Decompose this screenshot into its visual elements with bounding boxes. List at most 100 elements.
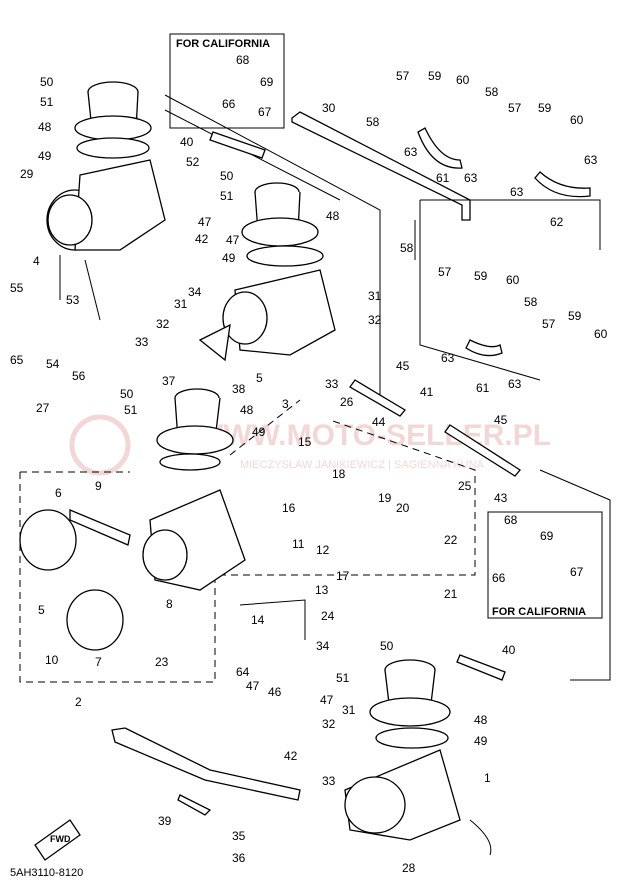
callout-32: 32 [156, 317, 170, 331]
callout-13: 13 [315, 583, 329, 597]
callout-57: 57 [396, 69, 410, 83]
callout-31: 31 [368, 289, 382, 303]
callout-32: 32 [368, 313, 382, 327]
callout-39: 39 [158, 814, 172, 828]
callout-49: 49 [222, 251, 236, 265]
callout-60: 60 [594, 327, 608, 341]
callout-31: 31 [174, 297, 188, 311]
callout-45: 45 [494, 413, 508, 427]
watermark-sub-text: MIECZYSŁAW JANIKIEWICZ | SAGIENNA KUNA [240, 459, 485, 471]
callout-47: 47 [226, 233, 240, 247]
callout-15: 15 [298, 435, 312, 449]
callout-38: 38 [232, 382, 246, 396]
callout-61: 61 [476, 381, 490, 395]
callout-48: 48 [474, 713, 488, 727]
drawing-code: 5AH3110-8120 [10, 867, 83, 879]
watermark-main-text: WWW.MOTO-SELLER.PL [195, 419, 551, 452]
callout-49: 49 [252, 425, 266, 439]
callout-58: 58 [400, 241, 414, 255]
callout-66: 66 [222, 97, 236, 111]
callout-17: 17 [336, 569, 350, 583]
callout-69: 69 [540, 529, 554, 543]
callout-19: 19 [378, 491, 392, 505]
callout-50: 50 [220, 169, 234, 183]
assembly-outline-dashed [19, 399, 476, 683]
callout-65: 65 [10, 353, 24, 367]
callout-41: 41 [420, 385, 434, 399]
callout-58: 58 [485, 85, 499, 99]
callout-27: 27 [36, 401, 50, 415]
callout-50: 50 [120, 387, 134, 401]
callout-33: 33 [135, 335, 149, 349]
callout-36: 36 [232, 851, 246, 865]
callout-68: 68 [504, 513, 518, 527]
callout-67: 67 [570, 565, 584, 579]
callout-50: 50 [40, 75, 54, 89]
callout-3: 3 [282, 397, 289, 411]
callout-59: 59 [428, 69, 442, 83]
carburetor-4 [46, 81, 166, 321]
callout-67: 67 [258, 105, 272, 119]
callout-54: 54 [46, 357, 60, 371]
callout-30: 30 [322, 101, 336, 115]
california-box-bottom: FOR CALIFORNIA [487, 511, 603, 619]
callout-33: 33 [325, 377, 339, 391]
linkage-bracket-39 [111, 727, 301, 816]
callout-66: 66 [492, 571, 506, 585]
callout-40: 40 [502, 643, 516, 657]
callout-48: 48 [38, 120, 52, 134]
callout-26: 26 [340, 395, 354, 409]
forward-arrow-icon: FWD [34, 819, 81, 861]
fuel-pipe-40 [209, 131, 506, 681]
callout-51: 51 [40, 95, 54, 109]
callout-60: 60 [570, 113, 584, 127]
callout-6: 6 [55, 486, 62, 500]
callout-37: 37 [162, 374, 176, 388]
callout-52: 52 [186, 155, 200, 169]
callout-63: 63 [584, 153, 598, 167]
callout-58: 58 [524, 295, 538, 309]
callout-63: 63 [464, 171, 478, 185]
callout-49: 49 [474, 734, 488, 748]
watermark: WWW.MOTO-SELLER.PL MIECZYSŁAW JANIKIEWIC… [69, 414, 551, 476]
callout-24: 24 [321, 609, 335, 623]
callout-59: 59 [538, 101, 552, 115]
california-label-bottom: FOR CALIFORNIA [492, 606, 586, 618]
callout-47: 47 [246, 679, 260, 693]
callout-7: 7 [95, 655, 102, 669]
callout-9: 9 [95, 479, 102, 493]
callout-64: 64 [236, 665, 250, 679]
callout-31: 31 [342, 703, 356, 717]
callout-40: 40 [180, 135, 194, 149]
callout-55: 55 [10, 281, 24, 295]
callout-69: 69 [260, 75, 274, 89]
callout-56: 56 [72, 369, 86, 383]
callout-5: 5 [38, 603, 45, 617]
callout-47: 47 [320, 693, 334, 707]
callout-63: 63 [508, 377, 522, 391]
callout-48: 48 [326, 209, 340, 223]
callout-28: 28 [402, 861, 416, 875]
california-label-top: FOR CALIFORNIA [176, 38, 270, 50]
callout-34: 34 [188, 285, 202, 299]
callout-51: 51 [124, 403, 138, 417]
hoses-right [349, 127, 591, 477]
callout-51: 51 [336, 671, 350, 685]
callout-44: 44 [372, 415, 386, 429]
callout-57: 57 [542, 317, 556, 331]
carburetor-2 [19, 388, 246, 651]
callout-4: 4 [33, 254, 40, 268]
callout-68: 68 [236, 53, 250, 67]
callout-49: 49 [38, 149, 52, 163]
callout-33: 33 [322, 774, 336, 788]
callout-63: 63 [441, 351, 455, 365]
callout-16: 16 [282, 501, 296, 515]
callout-42: 42 [284, 749, 298, 763]
callout-63: 63 [404, 145, 418, 159]
callout-60: 60 [456, 73, 470, 87]
callout-25: 25 [458, 479, 472, 493]
callout-51: 51 [220, 189, 234, 203]
callout-12: 12 [316, 543, 330, 557]
callout-57: 57 [438, 265, 452, 279]
